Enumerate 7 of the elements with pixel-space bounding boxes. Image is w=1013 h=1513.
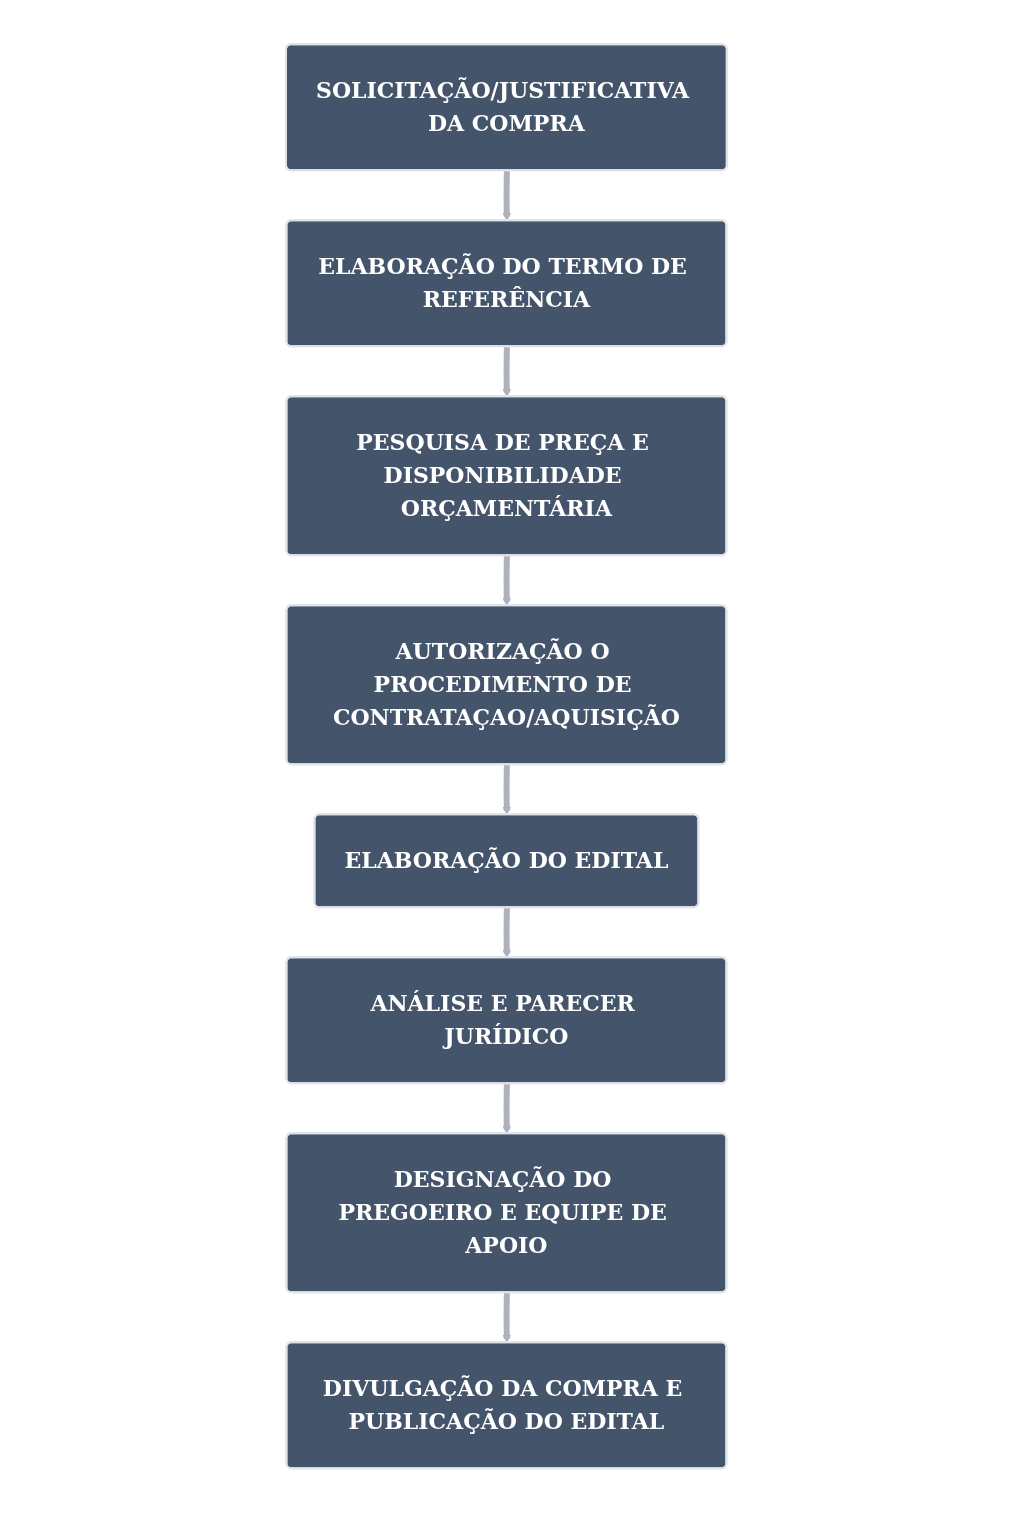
- arrow: [502, 1083, 512, 1135]
- arrow: [502, 170, 512, 222]
- arrow: [502, 907, 512, 959]
- arrow: [502, 555, 512, 607]
- arrow: [502, 346, 512, 398]
- arrow: [502, 764, 512, 816]
- arrow: [502, 1292, 512, 1344]
